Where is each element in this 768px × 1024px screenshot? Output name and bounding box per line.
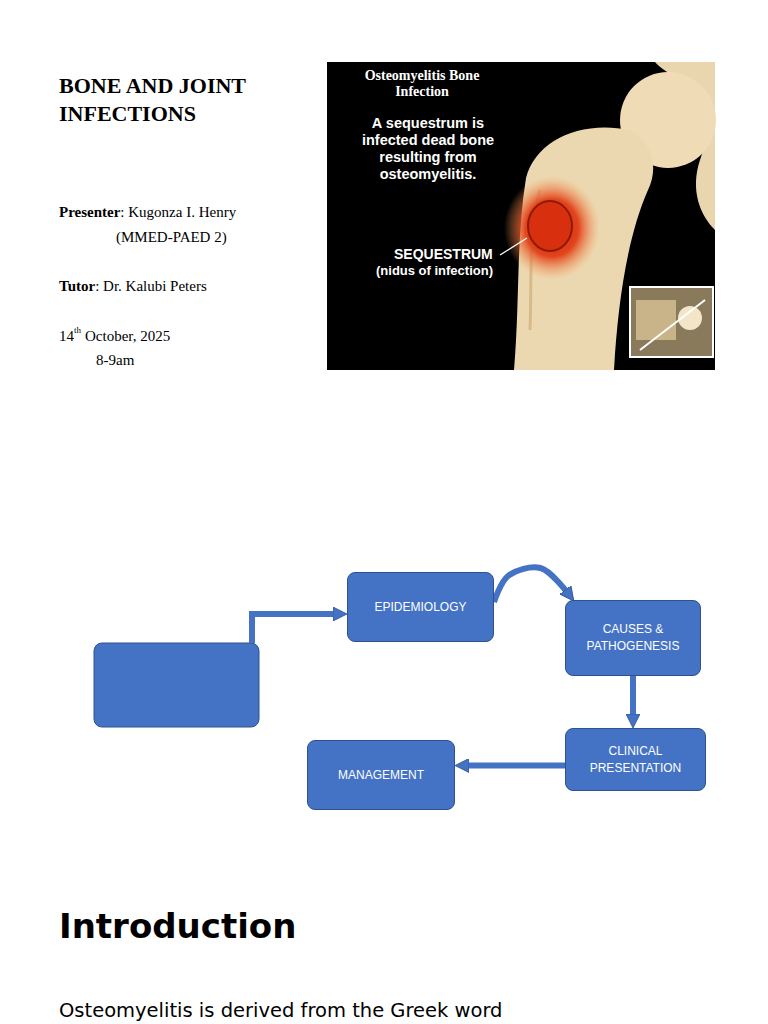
box-label: CLINICAL PRESENTATION	[574, 743, 697, 777]
field-value: : Dr. Kalubi Peters	[95, 277, 207, 295]
process-box: CAUSES & PATHOGENESIS	[565, 600, 701, 676]
process-box: CLINICAL PRESENTATION	[565, 728, 706, 791]
field-value: (MMED-PAED 2)	[116, 228, 227, 246]
osteomyelitis-picture	[327, 62, 716, 370]
field-value: : Kugonza I. Henry	[120, 203, 236, 221]
empty-box	[94, 643, 259, 727]
box-label: MANAGEMENT	[338, 767, 424, 784]
process-box: MANAGEMENT	[307, 740, 455, 810]
flow-start	[94, 614, 338, 727]
callout-label: (nidus of infection)	[376, 263, 493, 279]
field-name: Presenter	[59, 203, 120, 221]
flow-arrow	[464, 763, 565, 769]
callout-label: SEQUESTRUM	[394, 246, 493, 263]
flow-arrow	[630, 676, 636, 719]
sequestrum-nidus	[528, 201, 572, 251]
date-text: 14	[59, 327, 74, 345]
picture-caption: A sequestrum is infected dead bone resul…	[349, 115, 507, 183]
field-name: Tutor	[59, 277, 95, 295]
superscript: th	[74, 325, 81, 336]
leader-line	[500, 238, 527, 255]
time-text: 8-9am	[96, 351, 134, 369]
body-text: Osteomyelitis is derived from the Greek …	[59, 999, 502, 1022]
box-label: CAUSES & PATHOGENESIS	[574, 621, 692, 655]
process-box: EPIDEMIOLOGY	[347, 572, 494, 642]
inset-thumbnail	[630, 287, 713, 357]
section-heading: Introduction	[59, 906, 296, 947]
date-text: October, 2025	[85, 327, 170, 345]
page-title: BONE AND JOINT INFECTIONS	[59, 72, 299, 128]
box-label: EPIDEMIOLOGY	[374, 599, 466, 616]
bent-arrow	[252, 614, 338, 643]
flow-arrow	[494, 567, 568, 602]
picture-title: Osteomyelitis Bone Infection	[347, 68, 497, 100]
